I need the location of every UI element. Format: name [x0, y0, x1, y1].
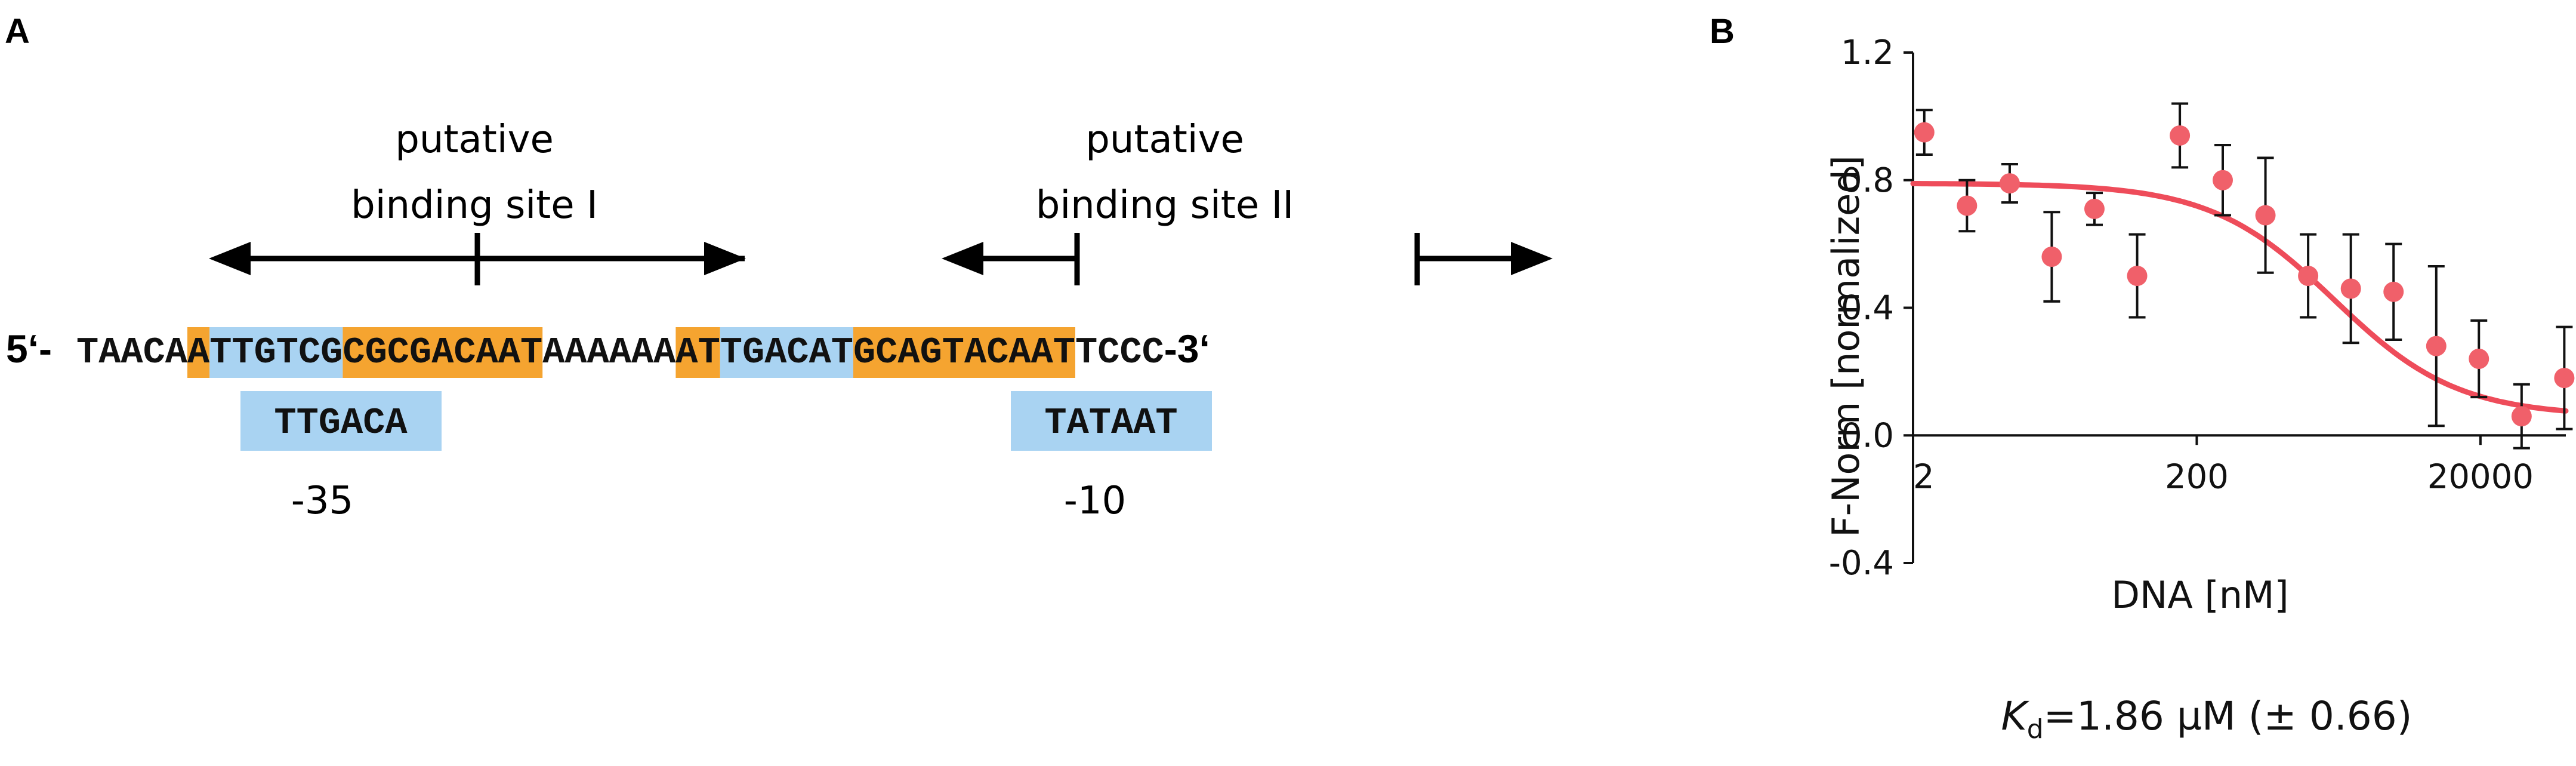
seq-highlight-orange [343, 327, 543, 378]
data-point [2340, 278, 2361, 299]
site2-arrow-left [942, 233, 1080, 285]
data-point [2298, 266, 2319, 287]
site1-arrow [209, 233, 746, 285]
site2-label-line1: putative [1085, 118, 1244, 162]
box-10-bg [1011, 391, 1212, 451]
panel-a: A putative binding site I putative bindi… [5, 12, 1553, 523]
seq-highlight-blue [720, 327, 853, 378]
sequence-segment: TGACAT [720, 331, 853, 374]
data-point [2383, 281, 2404, 302]
y-tick-label: 0.8 [1841, 161, 1894, 200]
label-minus-10: -10 [1064, 479, 1127, 523]
seq-highlight-orange [187, 327, 210, 378]
y-tick-label: 0.0 [1841, 416, 1894, 455]
data-point [2213, 170, 2233, 190]
panel-b-letter: B [1710, 12, 1735, 51]
x-tick-label: 2 [1913, 457, 1935, 496]
x-axis-title: DNA [nM] [2111, 573, 2288, 617]
site1-label-line2: binding site I [351, 183, 598, 227]
kd-annotation: Kd=1.86 µM (± 0.66) [2001, 693, 2412, 745]
site2-arrow-right [1414, 233, 1553, 285]
data-point [2426, 336, 2447, 356]
sequence-segment: A [187, 331, 210, 374]
sequence-segment: CGCGACAAT [343, 331, 542, 374]
binding-curve-chart: -0.4 0.0 0.4 0.8 1.2 2 200 20000 [1829, 33, 2575, 583]
data-point [1914, 122, 1935, 143]
y-tick-label: -0.4 [1829, 544, 1894, 583]
label-minus-35: -35 [291, 479, 354, 523]
x-tick-label: 200 [2165, 457, 2229, 496]
data-point [2084, 198, 2105, 219]
sequence-segment: AT [675, 331, 720, 374]
data-point [2469, 349, 2489, 369]
kd-subscript: d [2027, 714, 2044, 745]
data-point [2041, 247, 2062, 267]
x-tick-label: 20000 [2427, 457, 2534, 496]
sequence-highlights [187, 327, 1075, 378]
kd-value: =1.86 µM (± 0.66) [2044, 693, 2413, 739]
box-35-bg [240, 391, 442, 451]
seq-highlight-blue [209, 327, 343, 378]
sequence-segment: TTGTCG [209, 331, 343, 374]
data-point [1957, 195, 1977, 216]
kd-symbol: K [2001, 693, 2029, 739]
five-prime-label: 5‘- [6, 327, 52, 371]
sequence-segment: TAACA [76, 331, 188, 374]
seq-highlight-orange [675, 327, 720, 378]
sequence-segment: GCAGTACAAT [853, 331, 1075, 374]
three-prime-label: -3‘ [1164, 327, 1210, 371]
site2-label-line2: binding site II [1036, 183, 1294, 227]
y-tick-label: 0.4 [1841, 289, 1894, 328]
sequence-segment: AAAAAA [542, 331, 676, 374]
panel-b: B -0.4 0.0 0.4 0.8 1.2 2 200 20000 F-Norm [norm… [1710, 12, 2575, 745]
data-point [2511, 406, 2532, 427]
y-axis-title: F-Norm [normalized] [1824, 155, 1868, 537]
y-tick-label: 1.2 [1841, 33, 1894, 72]
data-point [2554, 368, 2575, 389]
data-point [1999, 173, 2020, 194]
site1-label-line1: putative [395, 118, 554, 162]
box-10-sequence: TATAAT [1044, 402, 1177, 444]
data-point [2170, 125, 2191, 146]
data-point [2255, 205, 2276, 226]
seq-highlight-orange [853, 327, 1075, 378]
panel-a-letter: A [5, 12, 30, 51]
box-35-sequence: TTGACA [274, 402, 408, 444]
data-point [2127, 266, 2148, 287]
fit-curve [1910, 181, 2569, 414]
sequence-segment: TCCC [1075, 331, 1164, 374]
